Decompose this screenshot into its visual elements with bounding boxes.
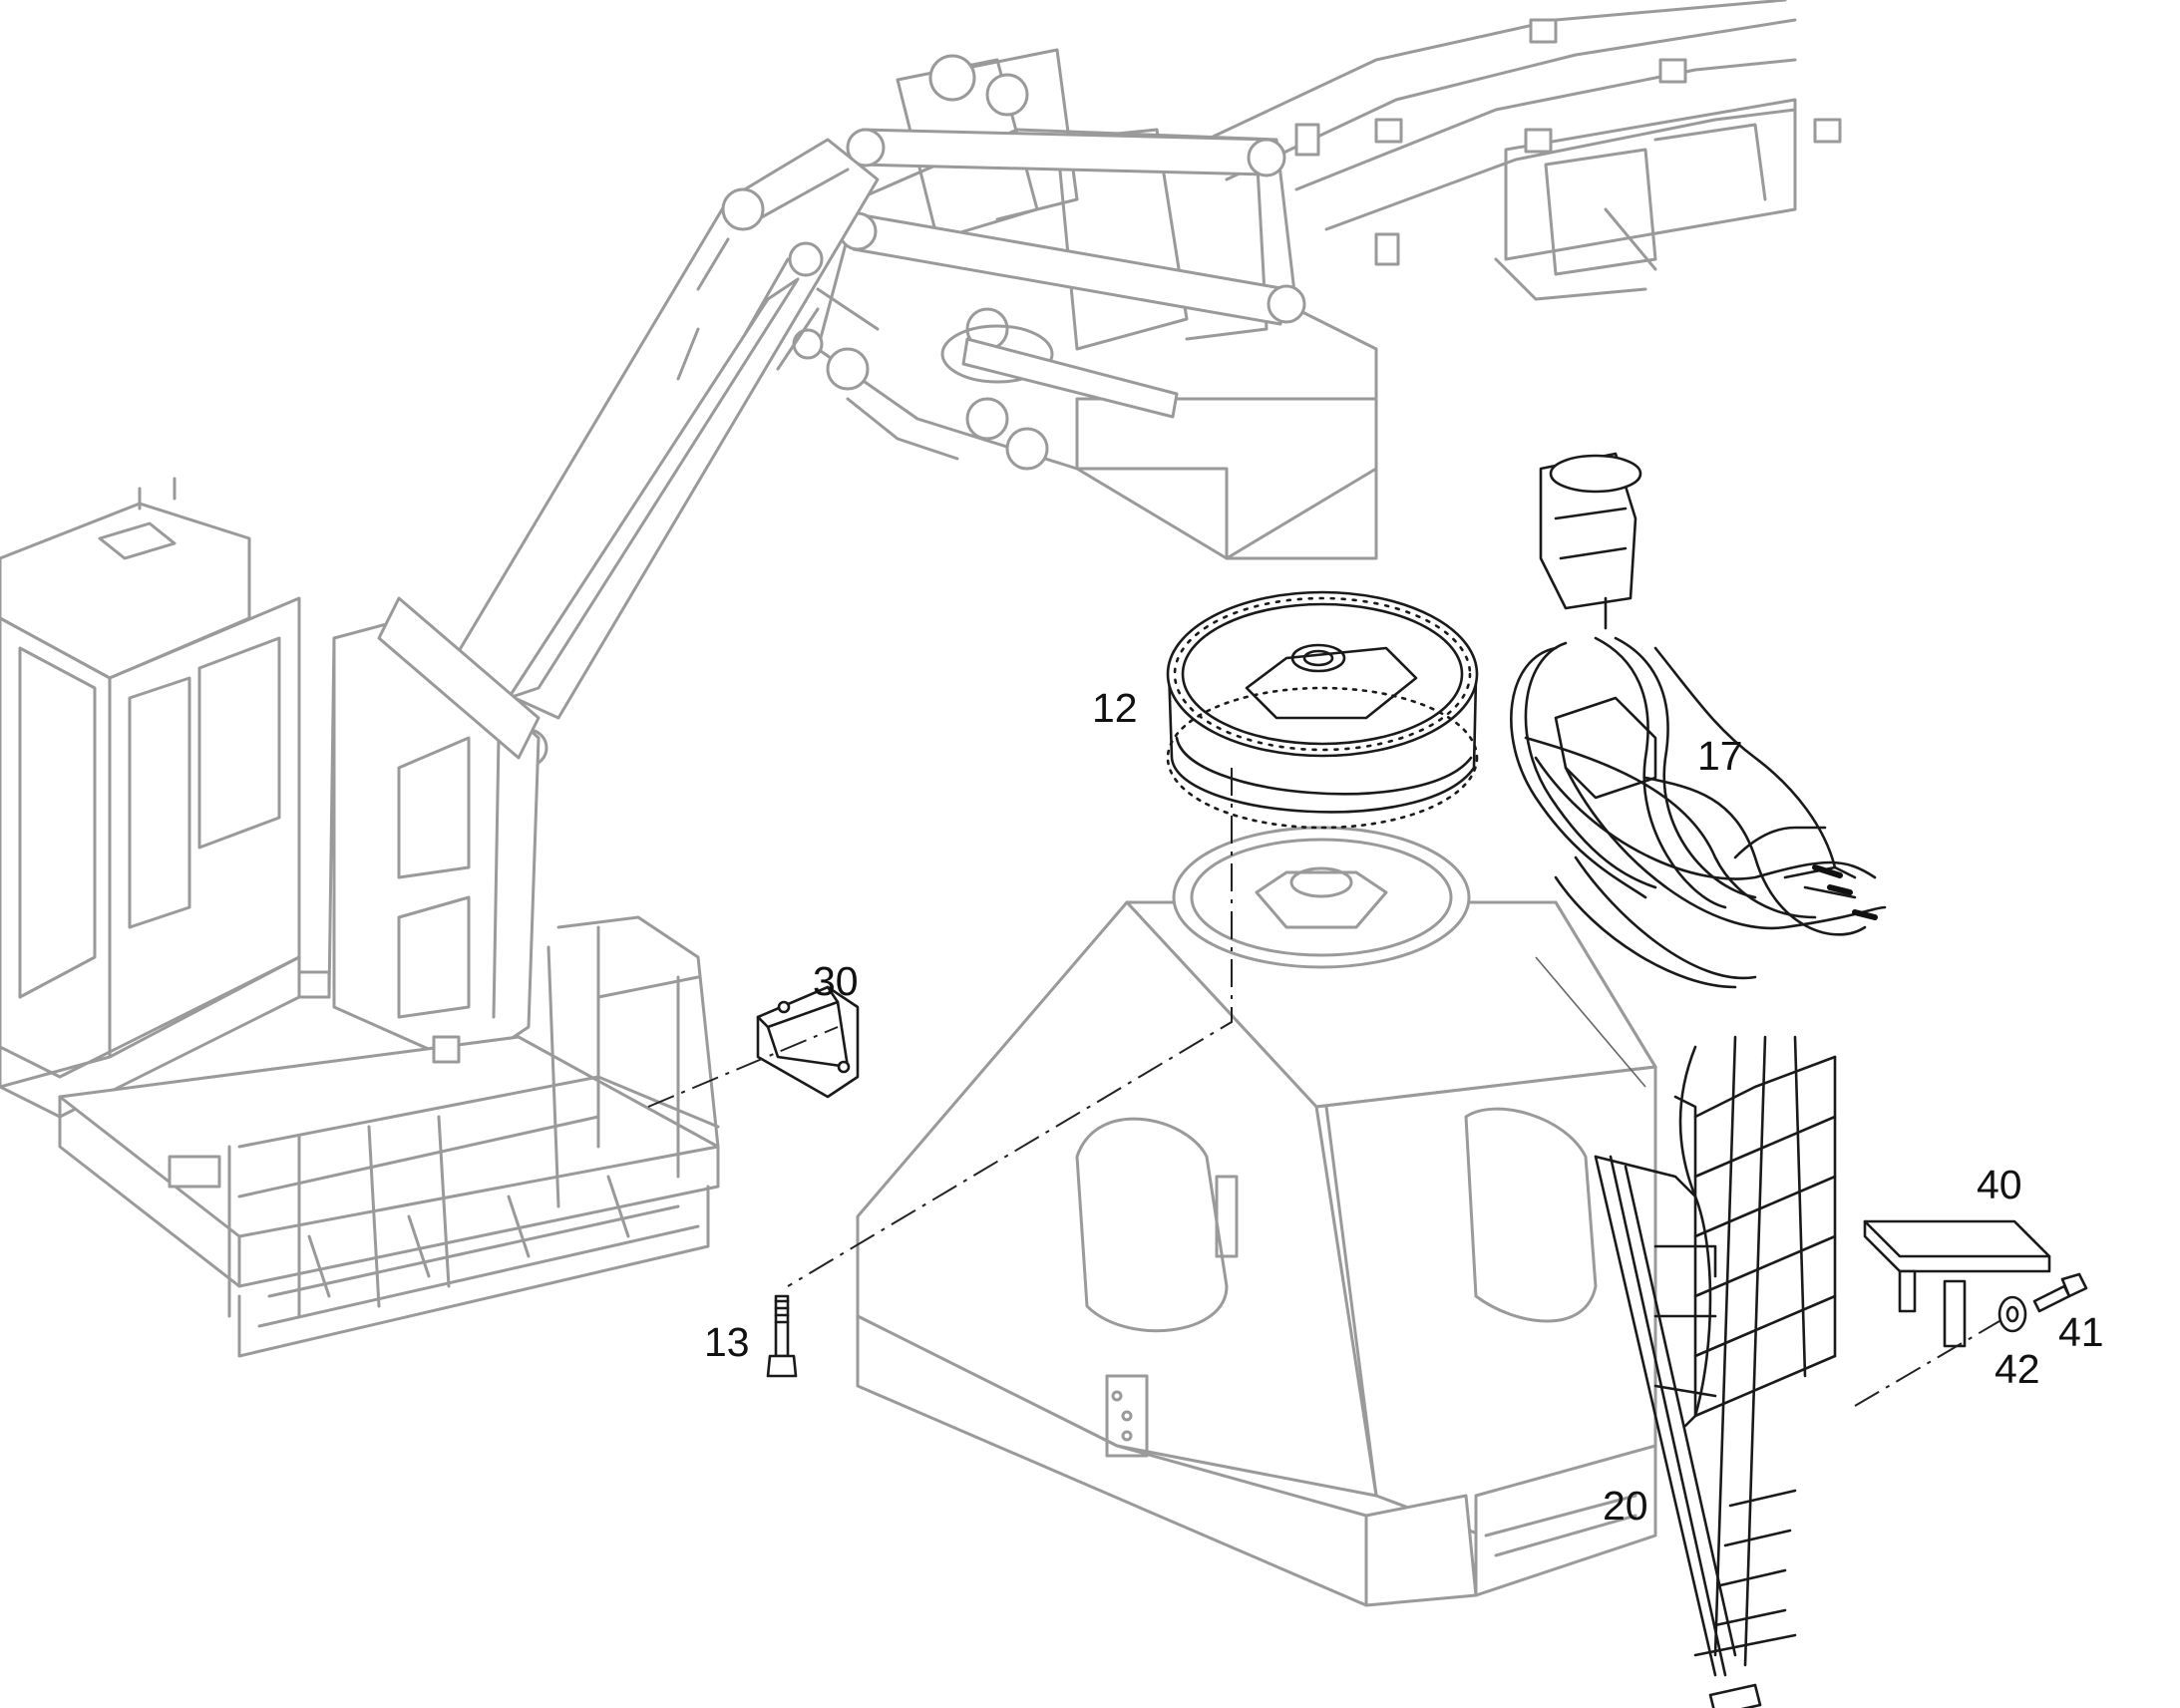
access-ladder [1594,1035,1837,1708]
elevation-column [327,596,541,1069]
boom-cylinders [838,128,1306,419]
callout-12: 12 [1092,685,1138,731]
turntable-tower [856,900,1657,1607]
callout-13: 13 [704,1319,750,1365]
callout-20: 20 [1603,1483,1648,1529]
tower-bearing-ring [1172,826,1471,969]
hydraulic-hose-assembly [1510,452,1887,989]
callout-42: 42 [1995,1346,2040,1392]
callout-41: 41 [2058,1309,2104,1355]
assembly-leader-lines [647,768,2000,1407]
callout-17: 17 [1697,733,1743,779]
washer [1998,1295,2027,1333]
callout-30: 30 [813,958,859,1004]
slewing-ring-bearing [1166,590,1479,830]
bolt [766,1294,798,1378]
boom [397,138,880,768]
operator-cab [0,477,301,1119]
callout-40: 40 [1977,1162,2022,1207]
walkway-platform [58,915,720,1358]
bracket [756,985,860,1099]
carrier-frame [1205,0,1842,301]
step-plate [1863,1219,2051,1348]
hex-bolt [2032,1272,2088,1313]
